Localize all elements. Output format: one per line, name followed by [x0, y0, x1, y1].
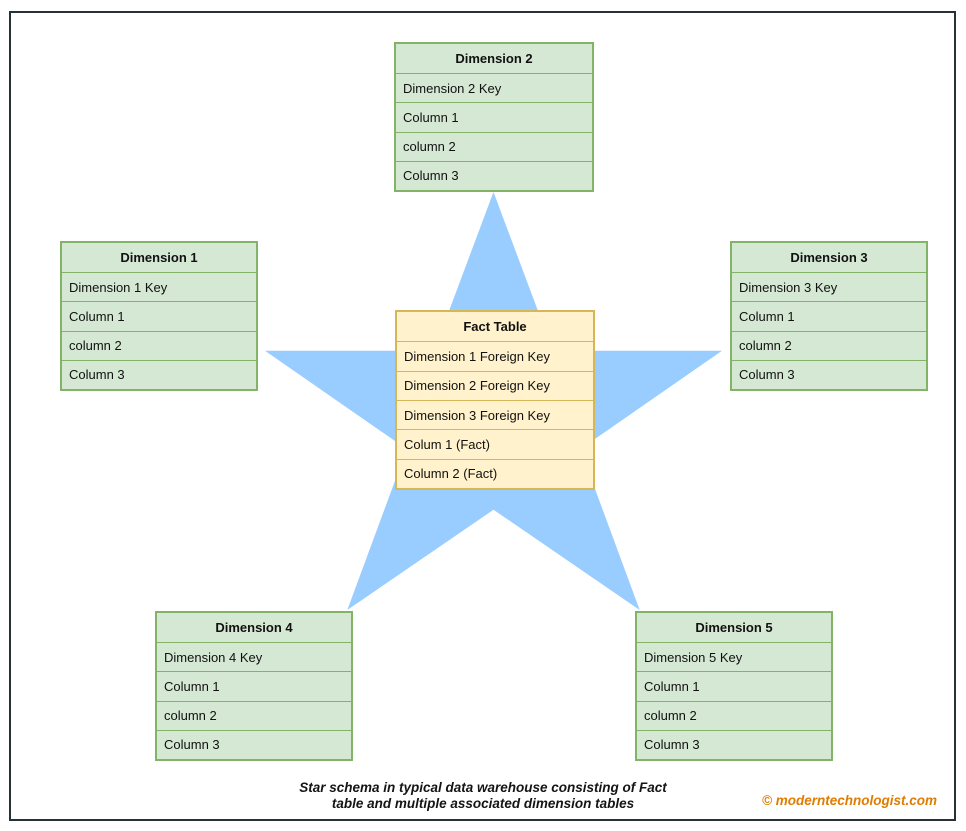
table-row: Column 3	[637, 729, 831, 759]
fact-table-title: Fact Table	[463, 319, 527, 335]
table-row: Column 1	[396, 102, 592, 131]
fact-table: Fact Table Dimension 1 Foreign Key Dimen…	[395, 310, 595, 490]
table-row: column 2	[62, 330, 256, 360]
dimension-4-title: Dimension 4	[215, 620, 293, 636]
dimension-3-title: Dimension 3	[790, 250, 868, 266]
table-row: Column 2 (Fact)	[397, 458, 593, 488]
table-row: Dimension 5 Key	[637, 642, 831, 671]
caption-line-2: table and multiple associated dimension …	[331, 795, 635, 811]
dimension-3-table: Dimension 3 Dimension 3 Key Column 1 col…	[730, 241, 928, 391]
dimension-5-title: Dimension 5	[695, 620, 773, 636]
dimension-5-table: Dimension 5 Dimension 5 Key Column 1 col…	[635, 611, 833, 761]
caption-line-1: Star schema in typical data warehouse co…	[299, 780, 667, 795]
table-row: column 2	[396, 131, 592, 161]
diagram-frame	[9, 11, 956, 821]
table-row: column 2	[157, 700, 351, 730]
table-row: Column 1	[62, 301, 256, 330]
table-row: Dimension 3 Key	[732, 272, 926, 301]
table-row: Dimension 2 Key	[396, 73, 592, 102]
table-row: Column 3	[157, 729, 351, 759]
table-row: column 2	[732, 330, 926, 360]
table-row: Dimension 2 Foreign Key	[397, 370, 593, 400]
dimension-4-table: Dimension 4 Dimension 4 Key Column 1 col…	[155, 611, 353, 761]
table-row: column 2	[637, 700, 831, 730]
table-row: Colum 1 (Fact)	[397, 429, 593, 458]
table-row: Column 1	[637, 671, 831, 700]
dimension-1-table: Dimension 1 Dimension 1 Key Column 1 col…	[60, 241, 258, 391]
table-row: Column 1	[157, 671, 351, 700]
dimension-2-table: Dimension 2 Dimension 2 Key Column 1 col…	[394, 42, 594, 192]
table-row: Dimension 1 Foreign Key	[397, 341, 593, 370]
table-row: Column 3	[396, 160, 592, 190]
table-row: Column 3	[732, 359, 926, 389]
dimension-2-title: Dimension 2	[455, 51, 533, 67]
copyright-text: © moderntechnologist.com	[762, 793, 937, 808]
table-row: Dimension 4 Key	[157, 642, 351, 671]
table-row: Dimension 1 Key	[62, 272, 256, 301]
table-row: Dimension 3 Foreign Key	[397, 400, 593, 429]
diagram-caption: Star schema in typical data warehouse co…	[0, 780, 966, 811]
table-row: Column 3	[62, 359, 256, 389]
table-row: Column 1	[732, 301, 926, 330]
dimension-1-title: Dimension 1	[120, 250, 198, 266]
